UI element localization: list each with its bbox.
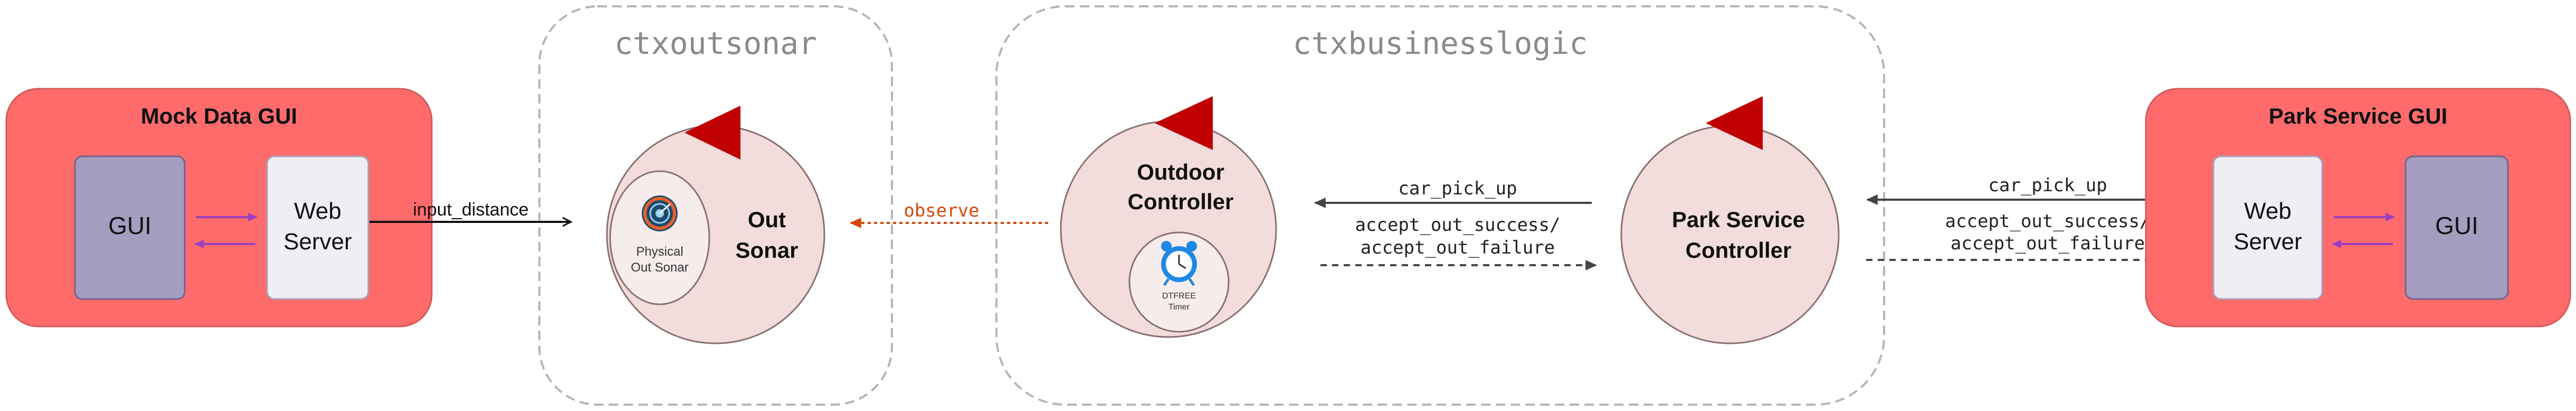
accept-edge-right: accept_out_success/ accept_out_failure (1866, 211, 2208, 265)
mock-web-server-label-line1: Web (294, 198, 341, 224)
mock-web-server-box (266, 155, 369, 300)
outdoor-controller-label-line1: Outdoor (1137, 160, 1224, 184)
context-ctxoutsonar: ctxoutsonar (538, 5, 893, 406)
mock-data-gui-title: Mock Data GUI (141, 104, 297, 128)
park-service-controller-actor: Park Service Controller (1620, 96, 1840, 344)
accept-label-left-line1: accept_out_success/ (1355, 214, 1561, 236)
out-sonar-label-line2: Sonar (735, 238, 798, 263)
mock-gui-label: GUI (108, 212, 151, 239)
park-service-controller-label-line2: Controller (1686, 238, 1792, 263)
out-sonar-actor: Out Sonar Physical Out Sonar (606, 106, 825, 344)
outdoor-controller-label-line2: Controller (1128, 189, 1234, 214)
park-service-gui-panel: Park Service GUI Web Server GUI (2145, 88, 2571, 328)
physical-out-sonar-label-line2: Out Sonar (631, 260, 688, 275)
mock-web-server-label-line2: Server (283, 229, 352, 255)
accept-label-right-line2: accept_out_failure (1951, 233, 2145, 254)
accept-label-left-line2: accept_out_failure (1361, 237, 1555, 258)
park-web-server-label-line2: Server (2233, 229, 2302, 255)
out-sonar-flag (685, 106, 740, 160)
park-service-controller-label-line1: Park Service (1672, 207, 1805, 232)
accept-edge-left: accept_out_success/ accept_out_failure (1320, 214, 1598, 270)
sonar-icon (642, 195, 678, 231)
physical-out-sonar-label-line1: Physical (636, 245, 683, 259)
context-label-ctxoutsonar: ctxoutsonar (614, 25, 817, 61)
park-gui-box (2404, 155, 2509, 300)
observe-label: observe (904, 200, 979, 221)
car-pick-up-label-left: car_pick_up (1398, 178, 1517, 199)
park-service-controller-flag (1706, 96, 1763, 150)
context-label-ctxbusinesslogic: ctxbusinesslogic (1293, 25, 1588, 61)
context-ctxbusinesslogic: ctxbusinesslogic (995, 5, 1885, 406)
car-pick-up-edge-left: car_pick_up (1314, 178, 1592, 208)
out-sonar-label-line1: Out (748, 207, 786, 232)
car-pick-up-edge-right: car_pick_up (1866, 175, 2202, 205)
car-pick-up-label-right: car_pick_up (1988, 175, 2107, 196)
observe-edge: observe (849, 200, 1048, 228)
dtfree-timer-label-line2: Timer (1168, 303, 1190, 312)
outdoor-controller-actor: Outdoor Controller DTFREE Timer (1060, 96, 1277, 338)
alarm-clock-icon (1161, 241, 1197, 286)
input-distance-label: input_distance (413, 200, 528, 220)
outdoor-controller-flag (1155, 96, 1213, 150)
physical-out-sonar-device (609, 170, 710, 305)
park-gui-label: GUI (2435, 212, 2478, 239)
dtfree-timer-label-line1: DTFREE (1162, 292, 1196, 301)
park-service-gui-title: Park Service GUI (2269, 104, 2448, 128)
park-web-server-label-line1: Web (2244, 198, 2292, 224)
mock-data-gui-panel: Mock Data GUI GUI Web Server (5, 88, 433, 328)
park-web-server-box (2212, 155, 2323, 300)
accept-label-right-line1: accept_out_success/ (1945, 211, 2151, 232)
input-distance-edge: input_distance (369, 200, 571, 222)
mock-gui-box (74, 155, 186, 300)
